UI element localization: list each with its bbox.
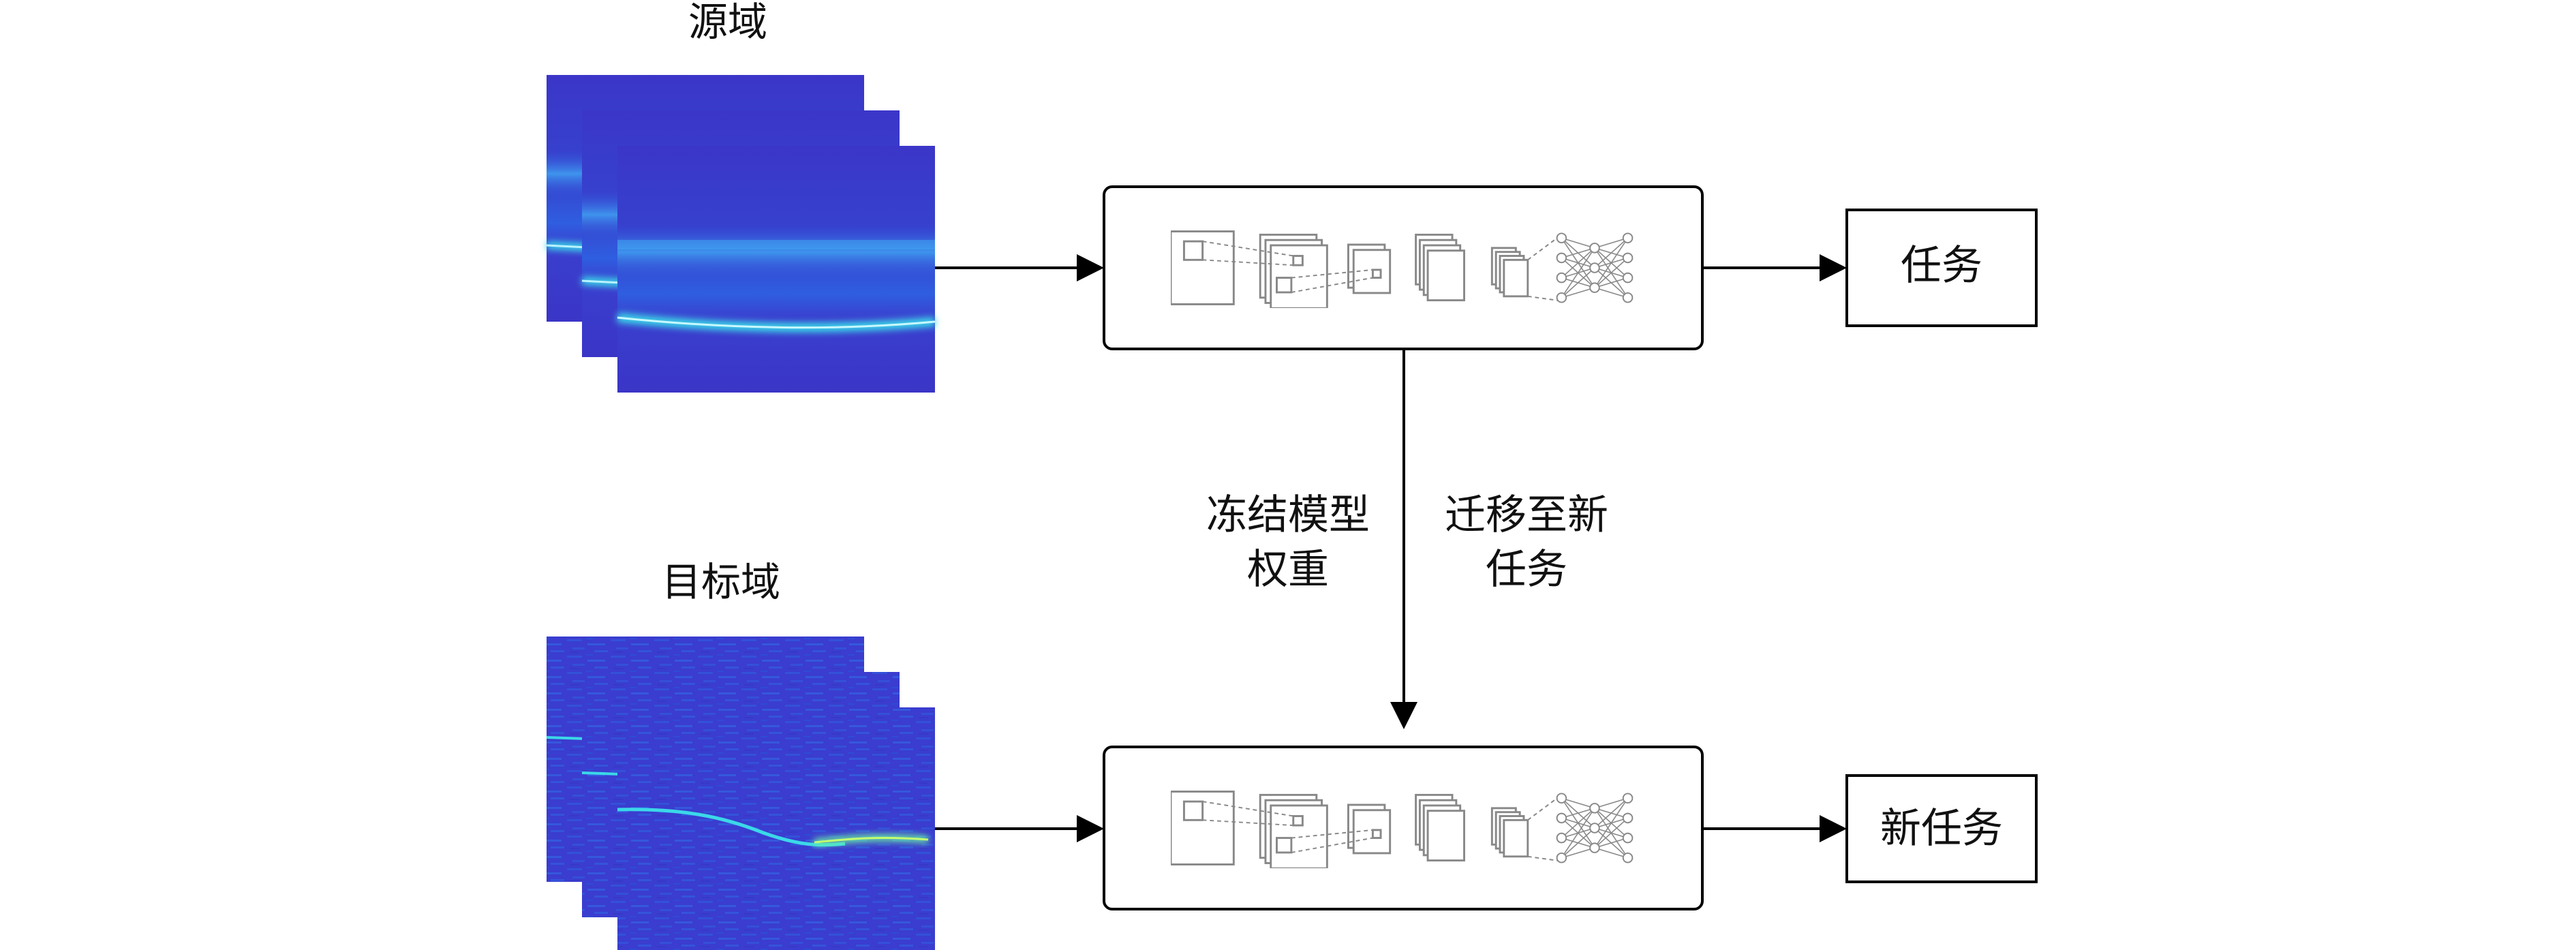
task-label: 任务 xyxy=(1901,242,1982,290)
target-spectrogram-stack xyxy=(546,637,935,950)
source-spectrogram-stack xyxy=(546,75,936,393)
transfer-line1: 迁移至新 xyxy=(1445,491,1608,539)
transfer-line2: 任务 xyxy=(1486,546,1567,594)
target-domain-label: 目标域 xyxy=(662,559,780,605)
target-spectrogram-front xyxy=(617,707,935,950)
source-model-box xyxy=(1103,185,1704,350)
transfer-annotation: 迁移至新 任务 xyxy=(1445,491,1608,594)
source-domain-label: 源域 xyxy=(688,0,767,45)
freeze-weights-line1: 冻结模型 xyxy=(1206,491,1370,539)
new-task-label: 新任务 xyxy=(1880,805,2003,853)
freeze-weights-line2: 权重 xyxy=(1247,546,1329,594)
freeze-weights-annotation: 冻结模型 权重 xyxy=(1206,491,1370,594)
source-spectrogram-front xyxy=(617,146,936,393)
target-model-box xyxy=(1103,746,1704,910)
new-task-box: 新任务 xyxy=(1845,774,2038,883)
task-box: 任务 xyxy=(1845,209,2038,327)
